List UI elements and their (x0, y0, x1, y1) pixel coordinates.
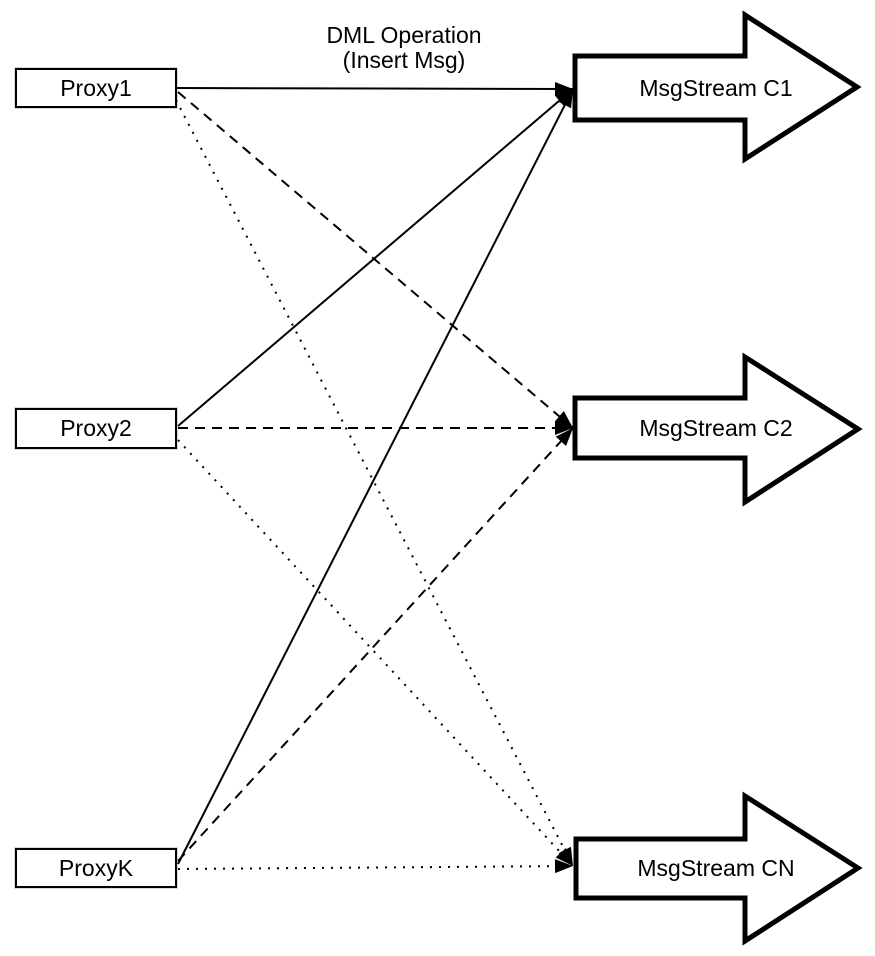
edge-label-line1: DML Operation (326, 22, 482, 48)
node-proxy1-label: Proxy1 (60, 74, 132, 101)
msgstream-c2-arrow-shape (572, 352, 863, 507)
edge-label-dml-operation: DML Operation (Insert Msg) (254, 23, 554, 73)
node-proxyk: ProxyK (15, 848, 177, 888)
edge-proxyk-cn (177, 859, 574, 874)
edge-label-line2: (Insert Msg) (342, 47, 466, 73)
node-proxy1: Proxy1 (15, 68, 177, 108)
node-proxy2: Proxy2 (15, 408, 177, 449)
node-proxy2-label: Proxy2 (60, 415, 132, 441)
edge-proxy1-c1 (176, 81, 574, 96)
edge-proxy2-cn (177, 439, 574, 867)
edge-proxyk-c1 (177, 88, 574, 865)
msgstream-c1-arrow-shape (572, 10, 862, 164)
edge-proxy1-c2 (177, 91, 574, 429)
edge-proxy2-c1 (177, 88, 574, 427)
edge-proxyk-c2 (177, 427, 574, 862)
msgstream-cn-arrow-shape (573, 791, 863, 946)
node-proxyk-label: ProxyK (58, 854, 134, 881)
